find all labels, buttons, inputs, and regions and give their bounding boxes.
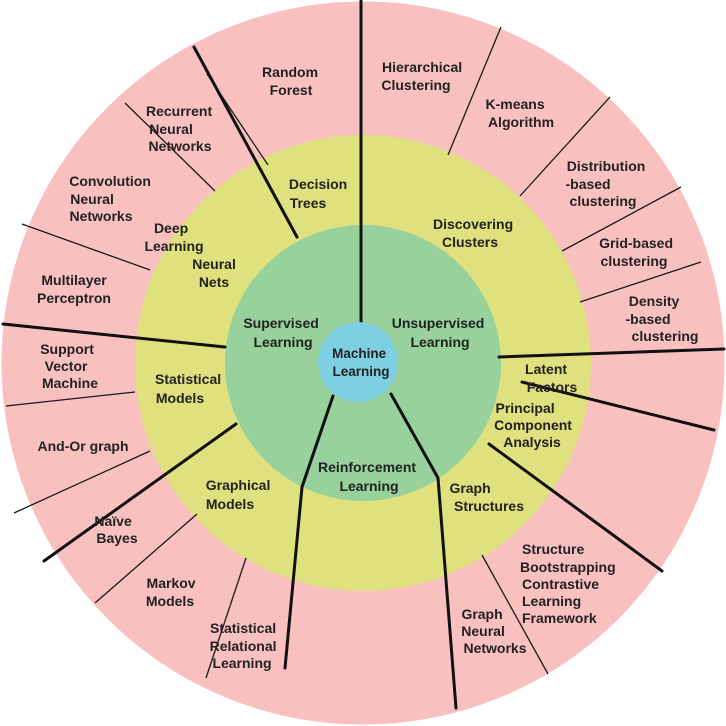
- divider-sup-reinf: [283, 394, 335, 670]
- sbclf-label: Structure Bootstrapping Contrastive Lear…: [520, 541, 620, 626]
- divider-grid-density: [579, 261, 702, 303]
- decision-trees-label: Decision Trees: [289, 176, 351, 211]
- divider-latent-pca: [520, 380, 716, 432]
- divider-markov-srl: [205, 557, 247, 679]
- divider-bayes-markov: [94, 513, 198, 604]
- supervised-learning-label: Supervised Learning: [243, 315, 322, 350]
- divider-pca-graph: [487, 442, 664, 573]
- graphical-models-label: Graphical Models: [206, 477, 274, 512]
- graph-structures-label: Graph Structures: [449, 480, 524, 514]
- density-clustering-label: Density -based clustering: [625, 293, 698, 344]
- cnn-label: Convolution Neural Networks: [69, 173, 155, 224]
- divider-statistical-graphical: [42, 422, 238, 563]
- divider-cnn-mlp: [21, 223, 151, 271]
- markov-models-label: Markov Models: [146, 575, 200, 609]
- hierarchical-clustering-label: Hierarchical Clustering: [381, 59, 466, 93]
- divider-clusters-latent: [497, 347, 726, 359]
- srl-label: Statistical Relational Learning: [210, 620, 281, 671]
- outer-thin-dividers: [5, 26, 702, 679]
- divider-rnn-cnn: [124, 102, 216, 192]
- deep-learning-label: Deep Learning: [144, 220, 203, 254]
- divider-gnn-sbclf: [481, 554, 549, 675]
- divider-neural-statistical: [1, 322, 227, 349]
- latent-factors-label: Latent Factors: [525, 361, 577, 395]
- center-circle: [318, 322, 398, 402]
- divider-deep-trees: [192, 45, 299, 239]
- pca-label: Principal Component Analysis: [494, 400, 576, 450]
- rnn-label: Recurrent Neural Networks: [146, 103, 216, 154]
- divider-hc-km: [447, 26, 502, 156]
- divider-andor-bayes: [13, 450, 151, 514]
- distribution-clustering-label: Distribution -based clustering: [565, 158, 649, 209]
- and-or-graph-label: And-Or graph: [38, 438, 129, 454]
- grid-clustering-label: Grid-based clustering: [599, 235, 677, 269]
- divider-dist-grid: [561, 186, 682, 252]
- neural-nets-label: Neural Nets: [192, 256, 239, 290]
- divider-km-dist: [519, 96, 611, 197]
- divider-svm-andor: [5, 391, 136, 407]
- divider-reinf-unsup: [389, 392, 458, 710]
- gnn-label: Graph Neural Networks: [461, 606, 526, 656]
- thick-dividers: [1, 0, 726, 710]
- unsupervised-learning-label: Unsupervised Learning: [392, 315, 488, 350]
- kmeans-label: K-means Algorithm: [485, 96, 554, 130]
- svm-label: Support Vector Machine: [40, 341, 98, 391]
- reinforcement-learning-label: Reinforcement Learning: [318, 459, 420, 494]
- mlp-label: Multilayer Perceptron: [37, 272, 111, 306]
- naive-bayes-label: Naïve Bayes: [94, 513, 137, 546]
- random-forest-label: Random Forest: [262, 64, 322, 98]
- statistical-models-label: Statistical Models: [155, 371, 225, 406]
- center-label: Machine Learning: [332, 346, 390, 379]
- discovering-clusters-label: Discovering Clusters: [433, 216, 517, 250]
